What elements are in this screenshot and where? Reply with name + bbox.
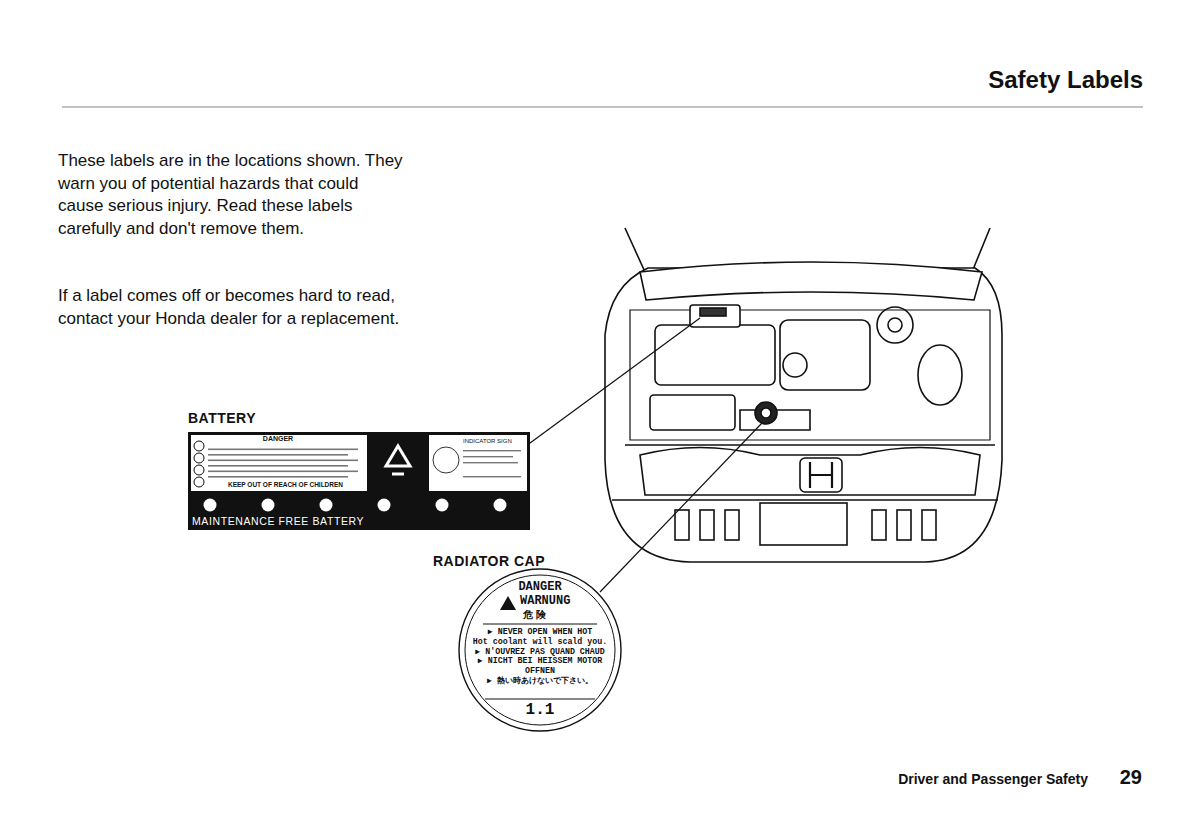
warning-word: WARNUNG [520,594,570,608]
cell-dot [320,499,333,512]
footer-section: Driver and Passenger Safety [898,771,1088,787]
fine-print [463,456,513,457]
fine-print [463,450,521,451]
cap-pressure: 1.1 [520,701,560,719]
page-number: 29 [1120,766,1142,789]
warning-text: KEEP OUT OF REACH OF CHILDREN [208,481,363,488]
indicator-circle [433,447,459,473]
cap-outline [459,569,621,731]
label-outline [188,432,530,530]
recycle-symbol [386,446,410,466]
fine-print [208,471,358,473]
fine-print [208,460,358,462]
danger-word: DANGER [248,435,308,442]
recycle-box [370,435,426,491]
instruction-line: ▶ NEVER OPEN WHEN HOT [470,627,610,637]
cell-dot [436,499,449,512]
band-text: MAINTENANCE FREE BATTERY [192,515,364,527]
danger-word: DANGER [500,580,580,594]
fine-print [208,476,348,478]
label-heading: RADIATOR CAP [433,553,545,569]
leader-line [526,318,762,592]
body-paragraph: These labels are in the locations shown.… [58,150,403,240]
fine-print [463,476,521,477]
cap-instructions: ▶ NEVER OPEN WHEN HOTHot coolant will sc… [470,627,610,686]
car-body [605,228,1002,562]
instruction-line: ▶ NICHT BEI HEISSEM MOTOR OFFNEN [470,656,610,676]
warning-panel [191,435,367,491]
warning-triangle [500,596,516,610]
fine-print [463,462,518,463]
cap-ring [465,575,615,725]
indicator-text: INDICATOR SIGN [463,438,512,444]
label-heading: BATTERY [188,410,256,426]
body-paragraph: If a label comes off or becomes hard to … [58,285,403,330]
hazard-icon [194,441,204,451]
cell-dot [262,499,275,512]
hazard-icon [194,477,204,487]
instruction-line: Hot coolant will scald you. [470,637,610,647]
header-rule [62,107,1143,108]
fine-print [208,465,348,467]
instruction-line: ▶ 熱い時あけないで下さい。 [470,676,610,686]
page-title: Safety Labels [988,66,1143,94]
fine-print [208,449,358,451]
recycle-symbol [392,473,404,476]
divider [485,699,595,700]
instruction-line: ▶ N'OUVREZ PAS QUAND CHAUD [470,647,610,657]
hazard-icon [194,453,204,463]
indicator-panel [429,435,527,491]
cell-dot [378,499,391,512]
warning-word-jp: 危 険 [523,608,546,622]
cell-dot [494,499,507,512]
hazard-icon [194,465,204,475]
battery-label: BATTERY DANGER KEEP OUT OF REACH OF CHILDR… [188,410,532,534]
radiator-cap-label: RADIATOR CAP DANGERWARNUNG危 険 ▶ NEVER OPEN… [433,553,653,735]
cell-dot [204,499,217,512]
fine-print [208,454,348,456]
divider [483,624,597,625]
